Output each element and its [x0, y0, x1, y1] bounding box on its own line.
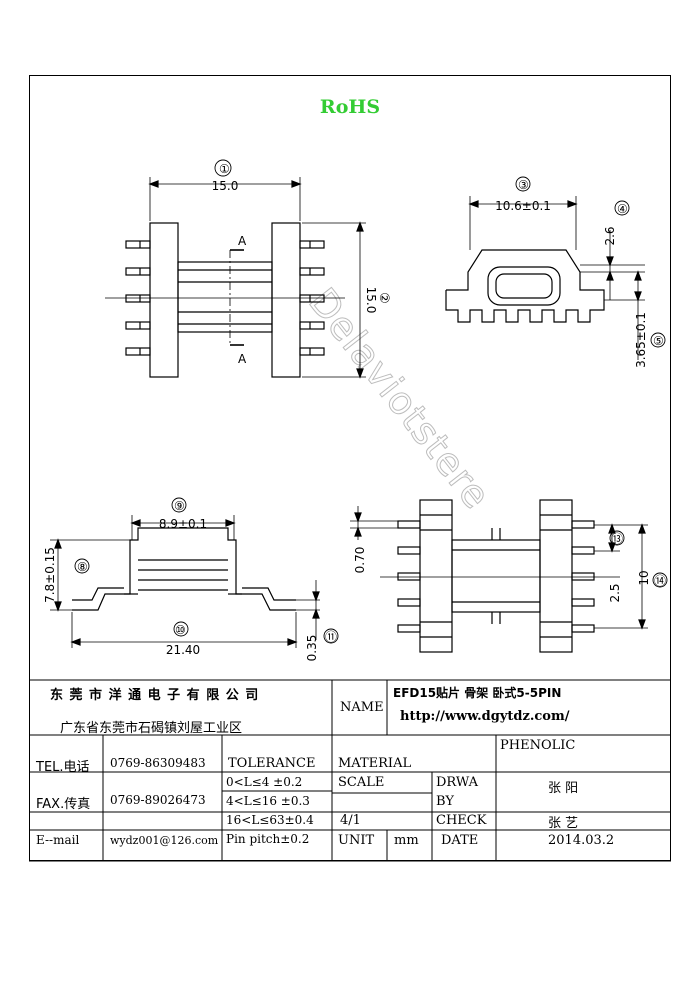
bottom-pitch-dim: 2.5 [608, 583, 622, 602]
material-label: MATERIAL [338, 756, 412, 771]
material-value: PHENOLIC [500, 738, 576, 753]
check-label: CHECK [436, 813, 487, 828]
end-total-dim: 21.40 [166, 643, 200, 657]
title-block-grid [29, 679, 671, 862]
tolerance-row-1: 0<L≤4 ±0.2 [226, 775, 303, 789]
website-url: http://www.dgytdz.com/ [400, 709, 570, 724]
fax-label: FAX.传真 [36, 797, 91, 812]
front-pins-left [125, 240, 151, 356]
date-label: DATE [441, 833, 479, 848]
end-foot-dim: 0.35 [305, 635, 319, 662]
email-label: E--mail [36, 833, 80, 847]
end-height-dim: 7.8±0.15 [43, 547, 57, 603]
side-tag-3: ③ [518, 178, 529, 192]
side-tag-4: ④ [617, 202, 628, 216]
front-height-dim: 15.0 [364, 287, 378, 314]
bottom-pin-dim: 0.70 [353, 547, 367, 574]
side-top-dim: 2.6 [603, 226, 617, 245]
tolerance-label: TOLERANCE [228, 756, 316, 771]
bottom-tag-14: ⑭ [654, 574, 666, 588]
checked-by: 张 艺 [548, 816, 579, 831]
drawn-label-line1: DRWA [436, 775, 479, 790]
scale-value: 4/1 [340, 813, 361, 828]
bottom-tag-13: ⑬ [611, 532, 623, 546]
end-tag-11: ⑪ [325, 630, 337, 644]
front-width-dim: 15.0 [212, 179, 239, 193]
product-name: EFD15贴片 骨架 卧式5-5PIN [393, 686, 562, 700]
front-tag-2: ② [376, 292, 391, 304]
end-tag-9: ⑨ [174, 499, 185, 513]
tel-label: TEL.电话 [36, 760, 90, 775]
email-value: wydz001@126.com [110, 834, 219, 847]
scale-label: SCALE [338, 775, 385, 790]
end-tag-8: ⑧ [77, 560, 88, 574]
company-name: 东 莞 市 洋 通 电 子 有 限 公 司 [50, 688, 260, 703]
drawn-label-line2: BY [436, 794, 454, 809]
end-view [50, 497, 339, 648]
tolerance-row-4: Pin pitch±0.2 [226, 832, 310, 846]
unit-label: UNIT [338, 833, 375, 848]
end-width-dim: 8.9±0.1 [159, 517, 207, 531]
bottom-span-dim: 10 [637, 570, 651, 585]
side-tag-5: ⑤ [653, 334, 664, 348]
company-address: 广东省东莞市石碣镇刘屋工业区 [60, 721, 243, 736]
side-width-dim: 10.6±0.1 [495, 199, 551, 213]
tolerance-row-3: 16<L≤63±0.4 [226, 813, 314, 827]
name-label: NAME [340, 700, 384, 715]
end-tag-10: ⑩ [175, 623, 186, 637]
side-bottom-dim: 3.65±0.1 [634, 312, 648, 368]
rohs-label: RoHS [319, 96, 381, 118]
fax-value: 0769-89026473 [110, 793, 206, 807]
side-view [445, 176, 666, 360]
tel-value: 0769-86309483 [110, 756, 206, 770]
section-label-bottom: A [238, 352, 247, 366]
front-tag-1: ① [219, 162, 230, 176]
unit-value: mm [394, 833, 419, 848]
bottom-view [350, 499, 668, 653]
front-view [105, 159, 366, 379]
section-label-top: A [238, 234, 247, 248]
date-value: 2014.03.2 [548, 833, 615, 848]
front-pins-right [299, 240, 325, 356]
tolerance-row-2: 4<L≤16 ±0.3 [226, 794, 310, 808]
drawn-by: 张 阳 [548, 781, 579, 796]
